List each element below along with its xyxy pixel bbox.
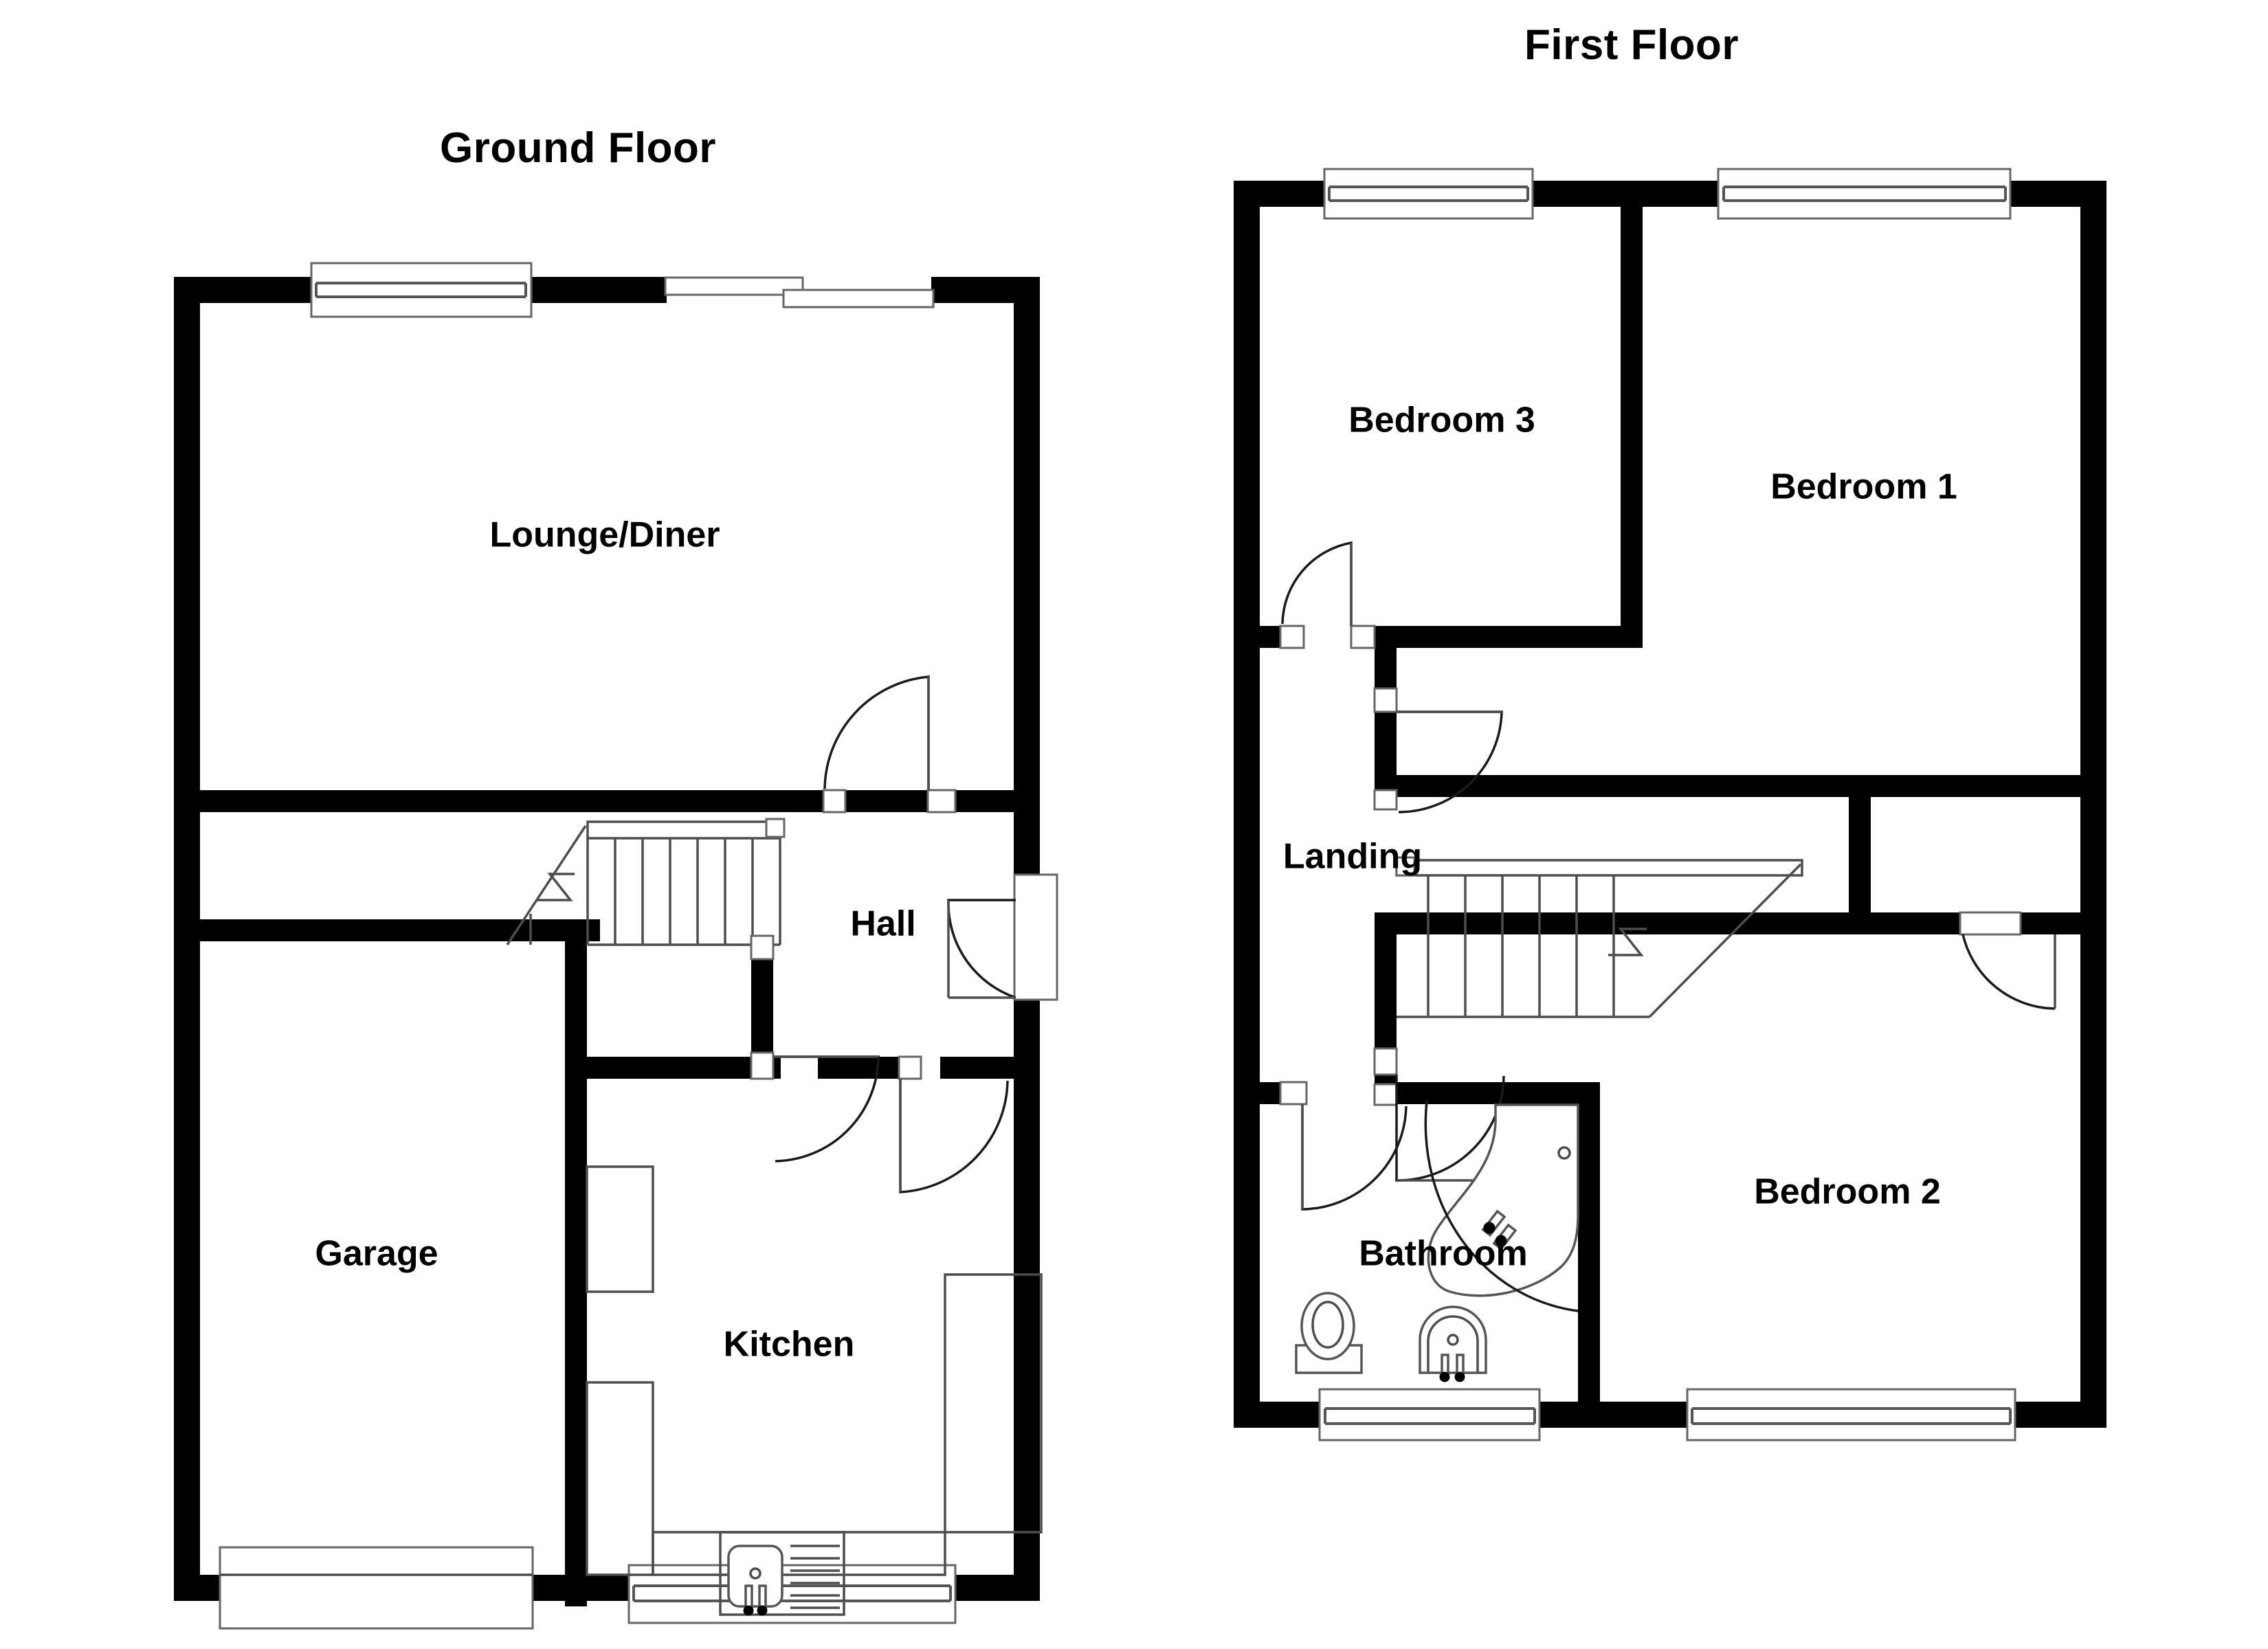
room-label-garage: Garage xyxy=(315,1234,438,1274)
room-label-bedroom2: Bedroom 2 xyxy=(1754,1172,1941,1212)
wall-internal-bedroom3-bottom-a xyxy=(1234,626,1280,648)
wall-internal-garage-right xyxy=(565,919,587,1606)
door-lounge-hall xyxy=(822,675,957,814)
staircase-first xyxy=(1395,856,1803,1018)
toilet xyxy=(1295,1292,1363,1374)
wall-internal-bathroom-right xyxy=(1578,1082,1600,1402)
wall-internal-lounge-bottom-b xyxy=(845,790,928,812)
shower-enclosure xyxy=(1424,1100,1579,1312)
room-label-bathroom: Bathroom xyxy=(1359,1234,1528,1274)
wall-internal-cupboard-bottom-b xyxy=(2021,912,2106,934)
door-hall-kitchen xyxy=(898,1055,1009,1193)
kitchen-counters xyxy=(586,1165,1043,1576)
wall-internal-landing-right-upper xyxy=(1375,648,1397,796)
wall-internal-bathroom-top-a xyxy=(1234,1082,1280,1104)
wall-internal-bathroom-top-b xyxy=(1375,1082,1600,1104)
wall-internal-bedroom3-right xyxy=(1621,181,1643,648)
wall-internal-stairwell-bottom xyxy=(1375,912,1849,934)
wall-internal-lounge-bottom xyxy=(174,790,823,812)
room-label-hall: Hall xyxy=(850,904,915,944)
wall-internal-lounge-bottom-c xyxy=(955,790,1040,812)
wall-exterior-left-ff xyxy=(1234,181,1260,1428)
patio-sliding-door xyxy=(664,276,935,309)
wash-basin xyxy=(1419,1305,1487,1382)
wall-exterior-top-ff-a xyxy=(1234,181,1324,207)
wall-internal-bedroom3-bottom-b xyxy=(1375,626,1643,648)
door-landing-bedroom1 xyxy=(1373,687,1503,814)
wall-internal-bedroom1-bottom xyxy=(1375,775,2106,797)
wall-internal-hall-kitchen-c xyxy=(940,1057,1040,1079)
wall-exterior-bottom-ff-c xyxy=(2015,1402,2106,1428)
wall-exterior-right-gf-upper xyxy=(1014,277,1040,875)
wall-internal-cupboard-left xyxy=(1849,797,1871,934)
front-door xyxy=(947,873,1058,1001)
staircase-ground xyxy=(506,818,786,946)
wall-internal-hall-kitchen-b xyxy=(818,1057,900,1079)
wall-internal-garage-top xyxy=(174,919,600,941)
door-landing-bedroom2 xyxy=(1373,1047,1505,1182)
door-understairs-cupboard xyxy=(750,934,880,1163)
first-floor-title: First Floor xyxy=(1524,21,1739,69)
room-label-kitchen: Kitchen xyxy=(724,1325,855,1365)
lounge-window xyxy=(310,262,533,318)
wall-exterior-top-gf-b xyxy=(529,277,667,303)
kitchen-sink xyxy=(719,1531,845,1616)
door-landing-bedroom3 xyxy=(1279,541,1376,649)
wall-exterior-top-gf-a xyxy=(174,277,311,303)
wall-internal-cupboard-bottom-a xyxy=(1871,912,1960,934)
bedroom3-window xyxy=(1323,168,1534,220)
door-airing-cupboard xyxy=(1959,911,2056,1010)
room-label-lounge-diner: Lounge/Diner xyxy=(489,515,720,555)
room-label-bedroom3: Bedroom 3 xyxy=(1348,401,1535,440)
garage-door xyxy=(219,1546,534,1630)
wall-exterior-right-ff xyxy=(2080,181,2106,1428)
ground-floor-title: Ground Floor xyxy=(440,124,717,172)
room-label-landing: Landing xyxy=(1283,837,1422,877)
wall-exterior-bottom-ff-b xyxy=(1539,1402,1687,1428)
wall-internal-hall-kitchen-a xyxy=(587,1057,781,1079)
bedroom2-window xyxy=(1686,1388,2016,1442)
bathroom-window xyxy=(1318,1388,1541,1442)
wall-exterior-right-gf-lower xyxy=(1014,1000,1040,1601)
bedroom1-window xyxy=(1717,168,2012,220)
room-label-bedroom1: Bedroom 1 xyxy=(1770,467,1957,507)
door-landing-bathroom xyxy=(1279,1081,1408,1211)
wall-exterior-bottom-gf-c xyxy=(955,1575,1040,1601)
wall-exterior-bottom-ff-a xyxy=(1234,1402,1324,1428)
